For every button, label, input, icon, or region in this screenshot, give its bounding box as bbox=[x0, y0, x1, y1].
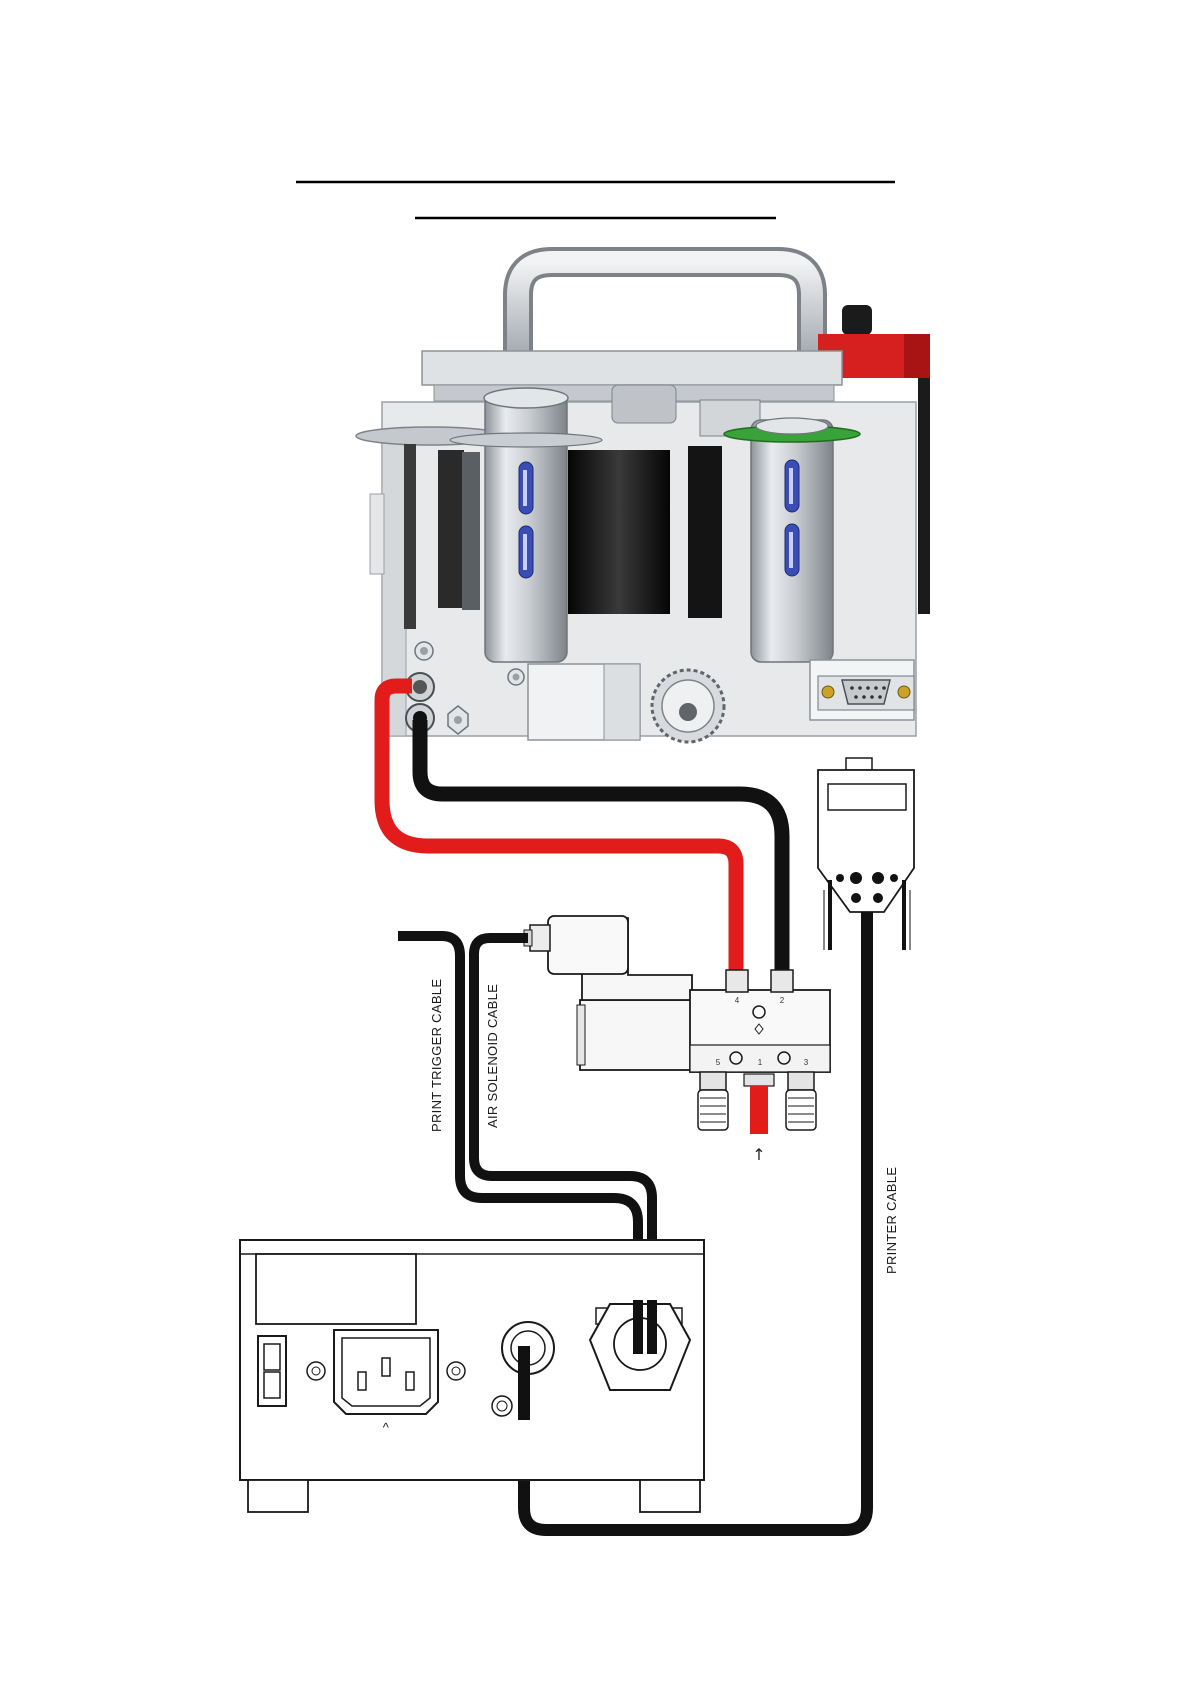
air-solenoid-cable-label: AIR SOLENOID CABLE bbox=[485, 984, 500, 1128]
print-trigger-cable-label: PRINT TRIGGER CABLE bbox=[429, 979, 444, 1132]
valve-port-3: 3 bbox=[804, 1058, 809, 1067]
exhaust-silencer-left bbox=[698, 1072, 728, 1130]
printer-cable-label: PRINTER CABLE bbox=[884, 1167, 899, 1274]
valve-port-5: 5 bbox=[716, 1058, 721, 1067]
valve-port-2: 2 bbox=[780, 996, 785, 1005]
top-plate bbox=[422, 351, 842, 385]
ribbon-roll bbox=[568, 450, 670, 614]
power-inlet-mark: ^ bbox=[383, 1420, 390, 1435]
drive-gear bbox=[652, 670, 724, 742]
printer-unit bbox=[356, 262, 930, 742]
controller-label-plate bbox=[256, 1254, 416, 1324]
valve-port-4: 4 bbox=[735, 996, 740, 1005]
solenoid-connector bbox=[548, 916, 628, 974]
printer-db9-port bbox=[810, 660, 914, 720]
controller-box: ^ bbox=[240, 1240, 704, 1512]
title-block bbox=[296, 182, 895, 218]
exhaust-silencer-right bbox=[786, 1072, 816, 1130]
up-arrow-icon: ↑ bbox=[752, 1145, 765, 1164]
power-switch bbox=[258, 1336, 286, 1406]
valve-port-1: 1 bbox=[758, 1058, 763, 1067]
air-supply-inlet bbox=[750, 1086, 768, 1134]
